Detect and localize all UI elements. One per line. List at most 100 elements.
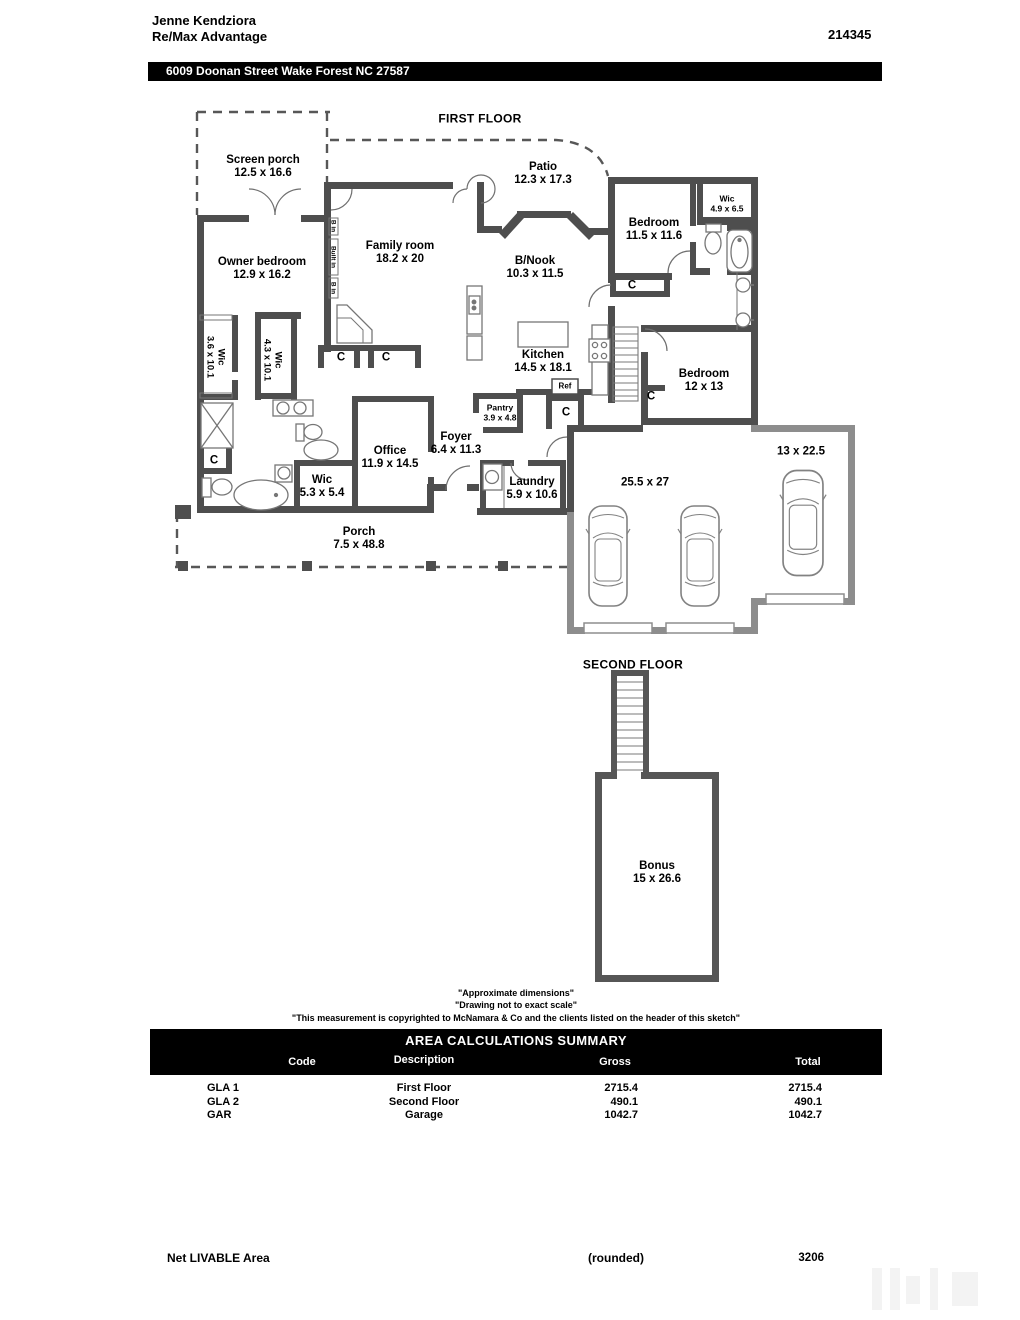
toilet-icon: [295, 423, 305, 442]
closet-label: C: [381, 351, 391, 364]
second-floor-title: SECOND FLOOR: [582, 657, 684, 672]
rounded-note: (rounded): [588, 1251, 644, 1265]
refrigerator-box: [551, 378, 579, 395]
walls-second-floor: [595, 670, 719, 982]
first-floor-title: FIRST FLOOR: [438, 111, 522, 126]
bifold-door: [199, 392, 233, 399]
toilet-icon: [704, 231, 722, 255]
toilet-icon: [211, 478, 233, 496]
cell-gross: 2715.4: [604, 1082, 638, 1094]
walls-garage: [567, 425, 855, 634]
cell-description: First Floor: [396, 1082, 452, 1094]
stairs-second-floor: [617, 681, 643, 771]
closet-label: C: [336, 351, 346, 364]
disclaimer-text: "Approximate dimensions" "Drawing not to…: [291, 988, 741, 1023]
car-icon: [677, 505, 723, 607]
garage-door: [765, 593, 845, 605]
garage-door: [665, 622, 735, 634]
area-calculations-summary: AREA CALCULATIONS SUMMARY Code Descripti…: [150, 1029, 882, 1123]
built-in-shelf: [328, 277, 339, 299]
bifold-door: [199, 314, 233, 321]
net-livable-area-value: 3206: [798, 1252, 824, 1264]
stove-icon: [588, 338, 611, 363]
cell-code: GLA 1: [207, 1082, 239, 1094]
car-icon: [585, 505, 631, 607]
agent-company: Re/Max Advantage: [152, 29, 268, 44]
cell-total: 2715.4: [788, 1082, 822, 1094]
patio-dashed-outline: [330, 138, 610, 177]
cell-code: GLA 2: [207, 1095, 239, 1108]
toilet-icon: [303, 423, 323, 441]
cell-description: Second Floor: [388, 1095, 460, 1108]
washer-icon: [484, 469, 500, 485]
built-in-shelf: [328, 238, 339, 276]
cell-description: Garage: [405, 1109, 443, 1121]
file-number: 214345: [828, 27, 872, 42]
kitchen-cabinet: [466, 335, 483, 361]
room-label-garage-bay: 13 x 22.5: [777, 445, 825, 458]
sink-icon: [277, 466, 291, 480]
closet-label: C: [627, 279, 637, 292]
column-header-code: Code: [288, 1056, 316, 1068]
agent-name: Jenne Kendziora: [152, 13, 257, 28]
cell-gross: 490.1: [610, 1095, 638, 1108]
cell-code: GAR: [207, 1109, 232, 1121]
stairs-first-floor: [612, 326, 639, 402]
built-in-label: B in: [329, 281, 337, 295]
toilet-icon: [201, 477, 212, 498]
fireplace-icon: [336, 304, 373, 344]
fixtures: [199, 217, 754, 511]
address-bar: 6009 Doonan Street Wake Forest NC 27587: [148, 62, 882, 81]
sink-icon: [735, 277, 751, 293]
cell-total: 1042.7: [788, 1109, 822, 1121]
table-row: GLA 1 First Floor 2715.4 2715.4: [150, 1082, 882, 1096]
built-in-label: Built in: [329, 245, 337, 269]
toilet-icon: [705, 223, 722, 233]
summary-table-header: AREA CALCULATIONS SUMMARY Code Descripti…: [150, 1029, 882, 1075]
table-row: GAR Garage 1042.7 1042.7: [150, 1109, 882, 1123]
kitchen-island: [517, 321, 569, 348]
summary-table-rows: GLA 1 First Floor 2715.4 2715.4 GLA 2 Se…: [150, 1082, 882, 1123]
table-row: GLA 2 Second Floor 490.1 490.1: [150, 1096, 882, 1110]
agent-name-block: Jenne Kendziora Re/Max Advantage: [152, 13, 267, 45]
closet-label: C: [561, 406, 571, 419]
sink-icon: [276, 401, 290, 415]
room-label-garage: 25.5 x 27: [621, 476, 669, 489]
closet-label: C: [646, 390, 656, 403]
sink-icon: [735, 312, 751, 328]
wall-oven-icon: [468, 295, 481, 315]
net-livable-area-label: Net LIVABLE Area: [167, 1251, 270, 1265]
sink-icon: [293, 401, 307, 415]
column-header-description: Description: [393, 1054, 455, 1066]
bathtub-icon: [233, 479, 289, 511]
cell-gross: 1042.7: [604, 1109, 638, 1121]
door-arcs: [248, 174, 691, 491]
car-icon: [779, 469, 827, 577]
garage-doors: [583, 593, 845, 634]
refrigerator-label: Ref: [558, 381, 572, 391]
column-header-gross: Gross: [599, 1056, 631, 1068]
garage-door: [583, 622, 653, 634]
built-in-label: B in: [329, 219, 337, 233]
closet-label: C: [209, 454, 219, 467]
bathtub-icon: [303, 439, 339, 461]
column-header-total: Total: [795, 1056, 821, 1068]
